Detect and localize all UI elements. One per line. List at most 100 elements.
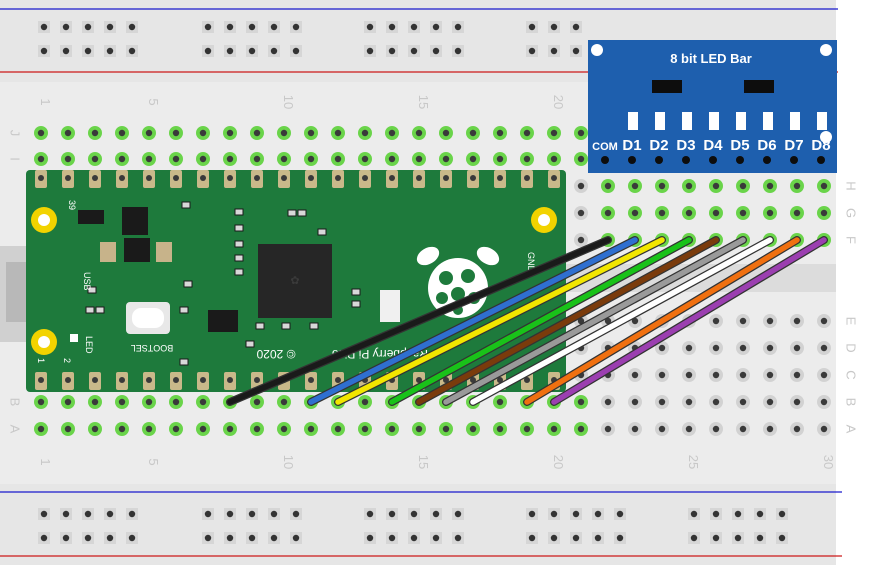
breadboard-hole-center — [766, 317, 774, 325]
rail-hole-center — [248, 534, 256, 542]
rail-hole-center — [84, 47, 92, 55]
breadboard-hole-center — [388, 129, 396, 137]
rail-hole-center — [528, 47, 536, 55]
rail-hole-center — [62, 23, 70, 31]
breadboard-hole-center — [280, 155, 288, 163]
inductor-2 — [156, 242, 172, 262]
rail-hole-center — [734, 534, 742, 542]
row-letter-left: B — [8, 398, 23, 407]
breadboard-hole-center — [280, 398, 288, 406]
pico-pin-hole — [443, 175, 449, 181]
breadboard-hole-center — [766, 398, 774, 406]
smd-passives — [85, 201, 361, 366]
led-segments — [628, 112, 827, 130]
rail-hole-center — [84, 510, 92, 518]
jumper-wires — [226, 236, 828, 406]
breadboard-hole-center — [253, 425, 261, 433]
led-bar-mount-hole — [820, 44, 832, 56]
led-bar-pin-header — [601, 156, 825, 164]
rail-hole-center — [62, 534, 70, 542]
breadboard-hole-center — [631, 317, 639, 325]
rail-hole-center — [734, 510, 742, 518]
smd-component — [234, 208, 244, 216]
breadboard-hole-center — [766, 344, 774, 352]
rail-hole-center — [128, 534, 136, 542]
breadboard-hole-center — [712, 344, 720, 352]
led-bar-pin-label: COM — [592, 141, 618, 153]
led-bar-ic-left — [652, 80, 682, 93]
breadboard-hole-center — [712, 317, 720, 325]
smd-component — [179, 358, 189, 366]
pico-pin-hole — [65, 175, 71, 181]
raspberry-logo — [416, 246, 500, 318]
smd-component — [317, 228, 327, 236]
breadboard-hole-center — [226, 425, 234, 433]
rail-hole-center — [756, 534, 764, 542]
breadboard-hole-center — [118, 129, 126, 137]
breadboard-hole-center — [820, 182, 828, 190]
breadboard-hole-center — [577, 155, 585, 163]
jumper-wire-d3 — [389, 237, 692, 405]
led-segment — [682, 112, 692, 130]
pico-pin-hole — [497, 175, 503, 181]
breadboard-hole-center — [658, 344, 666, 352]
breadboard-hole-center — [739, 344, 747, 352]
row-letter-left: I — [8, 157, 23, 161]
breadboard-hole-center — [550, 155, 558, 163]
breadboard-hole-center — [658, 209, 666, 217]
breadboard-hole-center — [226, 129, 234, 137]
led-bar-header-pin — [817, 156, 825, 164]
breadboard-hole-center — [685, 371, 693, 379]
breadboard-hole-center — [388, 425, 396, 433]
led-bar-pin-label: D2 — [649, 137, 668, 154]
rail-hole-center — [270, 47, 278, 55]
breadboard-hole-center — [469, 425, 477, 433]
rail-hole-center — [550, 23, 558, 31]
jumper-wire-d7 — [524, 237, 800, 405]
led-bar-ic-right — [744, 80, 774, 93]
rail-hole-center — [528, 534, 536, 542]
breadboard-hole-center — [577, 182, 585, 190]
breadboard-hole-center — [361, 129, 369, 137]
row-letter-right: A — [844, 425, 859, 434]
breadboard-hole-center — [334, 425, 342, 433]
jumper-wire-com — [227, 237, 611, 405]
smd-component — [255, 322, 265, 330]
pico-pin-hole — [281, 175, 287, 181]
breadboard-hole-center — [361, 155, 369, 163]
rail-hole-center — [550, 510, 558, 518]
pico-pin-hole — [416, 175, 422, 181]
rail-hole-center — [292, 534, 300, 542]
breadboard-hole-center — [631, 425, 639, 433]
row-letter-right: F — [844, 236, 859, 244]
breadboard-hole-center — [496, 398, 504, 406]
smd-component — [95, 306, 105, 314]
rail-hole-center — [128, 47, 136, 55]
pico-pin-hole — [443, 377, 449, 383]
led-label: LED — [84, 336, 94, 354]
rail-hole-center — [106, 534, 114, 542]
power-rail-holes — [38, 21, 788, 544]
breadboard-hole-center — [766, 371, 774, 379]
pico-pin-hole — [551, 175, 557, 181]
inductor — [100, 242, 116, 262]
smd-component — [85, 306, 95, 314]
rail-hole-center — [410, 23, 418, 31]
column-number-top: 1 — [38, 98, 53, 105]
rail-hole-center — [366, 23, 374, 31]
rail-hole-center — [62, 510, 70, 518]
led-bar-mount-hole — [820, 131, 832, 143]
pico-pin-hole — [200, 377, 206, 383]
row-letter-right: H — [844, 181, 859, 190]
smd-component — [309, 322, 319, 330]
jumper-wire-d5 — [443, 237, 746, 405]
pico-mounting-holes — [31, 207, 557, 355]
breadboard-hole-center — [577, 236, 585, 244]
breadboard-hole-center — [766, 182, 774, 190]
column-number-bottom: 1 — [38, 458, 53, 465]
rail-hole-center — [270, 510, 278, 518]
breadboard-hole-center — [793, 344, 801, 352]
breadboard-hole-center — [793, 209, 801, 217]
breadboard-hole-center — [361, 425, 369, 433]
pico-pin-hole — [227, 175, 233, 181]
